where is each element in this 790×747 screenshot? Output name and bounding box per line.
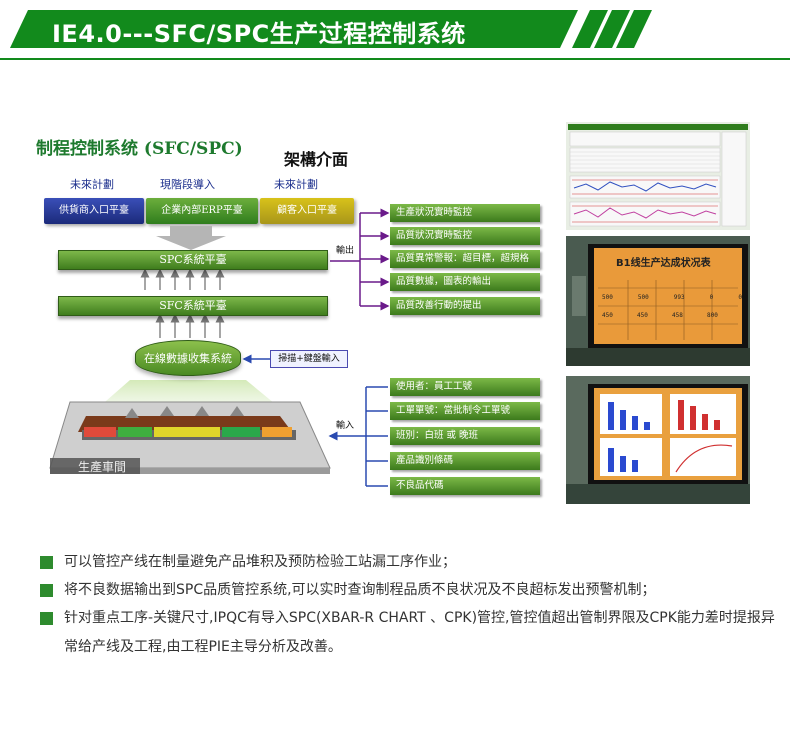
floor-arrows — [125, 406, 244, 418]
header-graphic — [0, 10, 790, 60]
input-item: 使用者：員工工號 — [390, 378, 540, 396]
bullet-square-icon — [40, 612, 53, 625]
bullet-square-icon — [40, 584, 53, 597]
range-line — [573, 207, 717, 219]
architecture-diagram: 制程控制系统 (SFC/SPC) 架構介面 未來計劃 現階段導入 未來計劃 供貨… — [30, 118, 562, 502]
collector-to-sfc-arrows — [155, 313, 225, 338]
xbar-line — [573, 181, 717, 192]
list-item: 可以管控产线在制量避免产品堆积及预防检验工站漏工序作业； — [40, 548, 780, 576]
diagram-connectors — [49, 208, 390, 487]
station-block-4 — [222, 427, 260, 437]
output-item: 品質狀況實時監控 — [390, 227, 540, 245]
output-item: 品質改善行動的提出 — [390, 297, 540, 315]
output-item: 品質數據，圖表的輸出 — [390, 273, 540, 291]
output-label: 輸出 — [336, 246, 355, 256]
header-stripe-1 — [572, 10, 608, 48]
input-item: 產品識別條碼 — [390, 452, 540, 470]
diagram-title: 制程控制系统 (SFC/SPC) — [36, 139, 243, 159]
list-item: 将不良数据输出到SPC品质管控系统,可以实时查询制程品质不良状况及不良超标发出预… — [40, 576, 780, 604]
station-block-5 — [262, 427, 292, 437]
page-title: IE4.0---SFC/SPC生产过程控制系统 — [52, 20, 466, 48]
output-item: 品質異常警報：超目標，超規格 — [390, 250, 540, 268]
data-beam — [98, 380, 280, 408]
supplier-portal-box: 供貨商入口平臺 — [44, 198, 144, 224]
spc-chart-screenshot — [566, 122, 750, 230]
customer-portal-box: 顧客入口平臺 — [260, 198, 354, 224]
input-item: 工單單號：當批制令工單號 — [390, 402, 540, 420]
quality-chart-board-photo — [566, 376, 750, 504]
header-banner: IE4.0---SFC/SPC生产过程控制系统 — [0, 0, 790, 62]
station-block-1 — [84, 427, 116, 437]
input-label: 輸入 — [336, 421, 355, 431]
sfc-to-spc-arrows — [140, 268, 225, 290]
station-block-3 — [154, 427, 220, 437]
source-label-1: 未來計劃 — [70, 178, 114, 191]
output-item: 生產狀況實時監控 — [390, 204, 540, 222]
input-item: 班別：白班 或 晚班 — [390, 427, 540, 445]
list-item: 针对重点工序-关键尺寸,IPQC有导入SPC(XBAR-R CHART 、CPK… — [40, 604, 780, 662]
erp-platform-box: 企業內部ERP平臺 — [146, 198, 258, 224]
input-item: 不良品代碼 — [390, 477, 540, 495]
data-collection-system: 在線數據收集系統 — [135, 340, 241, 376]
source-label-2: 現階段導入 — [160, 178, 215, 191]
spc-platform: SPC系統平臺 — [58, 250, 328, 270]
header-stripe-2 — [594, 10, 630, 48]
diagram-subtitle: 架構介面 — [284, 150, 349, 169]
header-stripe-3 — [616, 10, 652, 48]
board-title: B1线生产达成状况表 — [616, 258, 711, 269]
board-screen — [594, 248, 742, 344]
board-row-1: 500 500 993 0 0 — [602, 294, 742, 301]
feature-list: 可以管控产线在制量避免产品堆积及预防检验工站漏工序作业； 将不良数据输出到SPC… — [40, 548, 780, 662]
source-label-3: 未來計劃 — [274, 178, 318, 191]
scan-keyboard-input: 掃描+鍵盤輸入 — [270, 350, 348, 368]
erp-down-arrow — [156, 226, 226, 250]
bullet-square-icon — [40, 556, 53, 569]
header-rule — [0, 58, 790, 60]
title-bar — [10, 10, 578, 48]
board-row-2: 450 450 458 800 — [602, 312, 718, 319]
production-status-board-photo: B1线生产达成状况表 500 500 993 0 0 450 450 458 8… — [566, 236, 750, 366]
sfc-platform: SFC系統平臺 — [58, 296, 328, 316]
station-block-2 — [118, 427, 152, 437]
factory-floor-label: 生產車間 — [78, 460, 127, 474]
